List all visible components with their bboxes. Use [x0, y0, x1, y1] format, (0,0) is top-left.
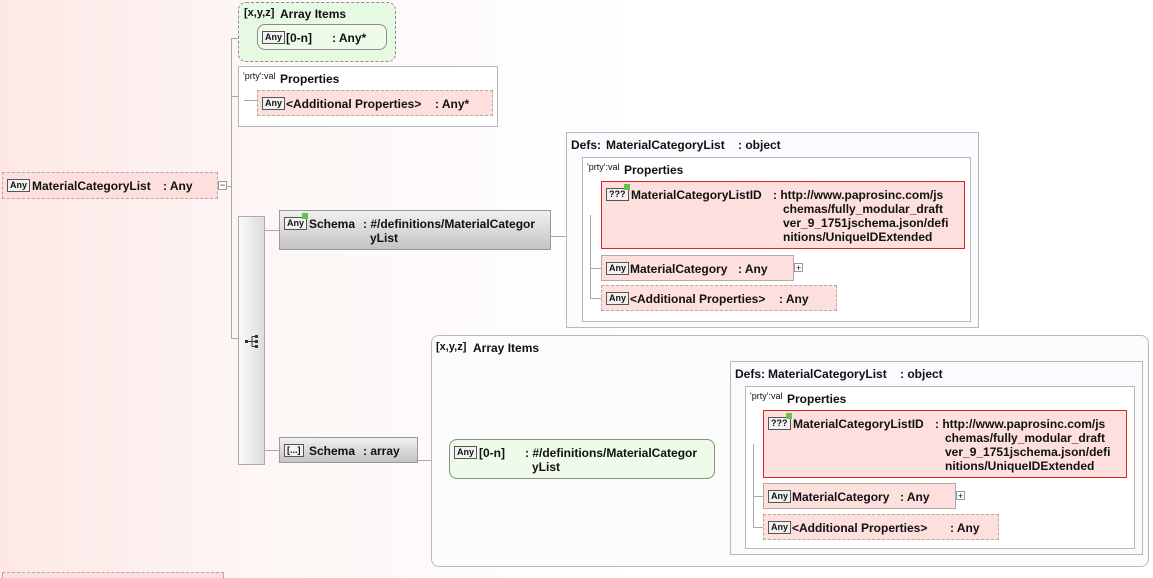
connector-schema2: [265, 450, 279, 451]
array-items-label: Array Items: [473, 341, 540, 355]
array-icon-label: [x,y,z]: [244, 7, 275, 19]
connector-defs1-add: [590, 298, 601, 299]
defs-label: Defs:: [571, 138, 602, 152]
material-category-value: : Any: [738, 262, 768, 276]
schema-value: : array: [363, 444, 400, 458]
array-icon-label: [x,y,z]: [436, 341, 467, 353]
id-value-line: : http://www.paprosinc.com/js: [935, 417, 1106, 431]
defs-value: : object: [738, 138, 781, 152]
properties-label: Properties: [787, 392, 847, 406]
id-property-name: MaterialCategoryListID: [793, 417, 924, 431]
additional-properties-value: : Any*: [435, 97, 470, 111]
partial-element[interactable]: [2, 572, 224, 578]
id-property-bottom[interactable]: ??? MaterialCategoryListID : http://www.…: [763, 410, 1127, 478]
any-type-icon: Any: [7, 179, 31, 192]
connector-defs2-add: [753, 527, 763, 528]
unknown-type-icon: ???: [606, 188, 629, 201]
properties-icon: 'prty':val: [587, 162, 620, 172]
schema-value-line1: : #/definitions/MaterialCategor: [363, 217, 536, 231]
additional-properties-defs-top[interactable]: Any <Additional Properties> : Any: [601, 285, 837, 311]
connector-sequence: [231, 338, 239, 339]
connector-array-top: [231, 38, 238, 39]
material-category-name: MaterialCategory: [630, 262, 728, 276]
connector-defs1-cat: [590, 268, 601, 269]
sequence-bar[interactable]: [238, 216, 265, 465]
material-category-bottom[interactable]: Any MaterialCategory : Any: [763, 483, 956, 509]
id-value-line: chemas/fully_modular_draft: [783, 202, 944, 216]
root-element[interactable]: Any MaterialCategoryList : Any: [2, 172, 218, 199]
minus-box-icon[interactable]: −: [218, 180, 227, 190]
any-type-icon: Any: [284, 217, 308, 230]
material-category-value: : Any: [900, 490, 930, 504]
array-item-name: [0-n]: [479, 446, 505, 460]
id-property-name: MaterialCategoryListID: [631, 188, 762, 202]
id-value-line: : http://www.paprosinc.com/js: [773, 188, 944, 202]
reference-marker-icon: [624, 184, 630, 190]
properties-label: Properties: [280, 72, 340, 86]
tree-sequence-icon: [245, 335, 258, 348]
array-item-name: [0-n]: [286, 31, 312, 45]
plus-box-icon[interactable]: +: [794, 263, 803, 273]
defs-name: MaterialCategoryList: [768, 367, 887, 381]
properties-label: Properties: [624, 163, 684, 177]
array-item-value: : Any*: [332, 31, 367, 45]
any-type-icon: Any: [606, 262, 630, 275]
defs-value: : object: [900, 367, 943, 381]
additional-properties-value: : Any: [950, 521, 980, 535]
id-property-top[interactable]: ??? MaterialCategoryListID : http://www.…: [601, 181, 965, 249]
additional-properties-defs-bottom[interactable]: Any <Additional Properties> : Any: [763, 514, 999, 540]
array-item-top[interactable]: Any [0-n] : Any*: [257, 24, 387, 50]
connector-schema1: [265, 230, 279, 231]
plus-box-icon[interactable]: +: [956, 491, 965, 501]
any-type-icon: Any: [768, 521, 792, 534]
id-value-line: ver_9_1751jschema.json/defi: [783, 216, 949, 230]
any-type-icon: Any: [454, 446, 478, 459]
any-type-icon: Any: [262, 97, 286, 110]
additional-properties-name: <Additional Properties>: [630, 292, 766, 306]
root-value: : Any: [163, 179, 193, 193]
id-value-line: chemas/fully_modular_draft: [945, 431, 1106, 445]
any-type-icon: Any: [606, 292, 630, 305]
root-name: MaterialCategoryList: [32, 179, 151, 193]
schema-value-line2: yList: [370, 231, 399, 245]
defs-label: Defs:: [735, 367, 766, 381]
additional-properties-name: <Additional Properties>: [792, 521, 928, 535]
schema-name: Schema: [309, 217, 356, 231]
additional-properties-name: <Additional Properties>: [286, 97, 422, 111]
array-item-value-line2: yList: [532, 460, 561, 474]
reference-marker-icon: [302, 213, 308, 219]
array-type-icon: [...]: [284, 444, 304, 457]
id-value-line: nitions/UniqueIDExtended: [783, 230, 933, 244]
connector-properties-inner: [244, 100, 257, 101]
unknown-type-icon: ???: [768, 417, 791, 430]
defs-name: MaterialCategoryList: [606, 138, 725, 152]
id-value-line: ver_9_1751jschema.json/defi: [945, 445, 1111, 459]
connector-schema1-defs: [551, 236, 567, 237]
any-type-icon: Any: [262, 31, 286, 44]
id-value-line: nitions/UniqueIDExtended: [945, 459, 1095, 473]
array-item-bottom[interactable]: Any [0-n] : #/definitions/MaterialCatego…: [449, 439, 715, 479]
schema-name: Schema: [309, 444, 356, 458]
additional-properties-top[interactable]: Any <Additional Properties> : Any*: [257, 90, 493, 116]
properties-icon: 'prty':val: [750, 391, 783, 401]
connector-properties-top: [231, 96, 238, 97]
array-item-value-line1: : #/definitions/MaterialCategor: [525, 446, 698, 460]
connector-defs2-props: [753, 444, 754, 528]
material-category-name: MaterialCategory: [792, 490, 890, 504]
any-type-icon: Any: [768, 490, 792, 503]
additional-properties-value: : Any: [779, 292, 809, 306]
schema-any-node[interactable]: Any Schema : #/definitions/MaterialCateg…: [279, 210, 551, 250]
array-items-label: Array Items: [280, 7, 347, 21]
connector-vertical-main: [231, 38, 232, 338]
reference-marker-icon: [786, 413, 792, 419]
connector-defs1-props: [590, 215, 591, 299]
material-category-top[interactable]: Any MaterialCategory : Any: [601, 255, 794, 281]
schema-array-node[interactable]: [...] Schema : array: [279, 437, 418, 463]
properties-icon: 'prty':val: [243, 71, 276, 81]
connector-defs2-cat: [753, 496, 763, 497]
